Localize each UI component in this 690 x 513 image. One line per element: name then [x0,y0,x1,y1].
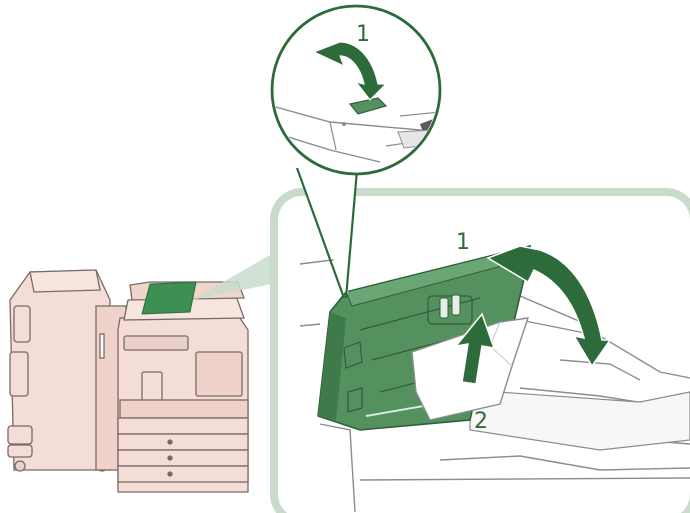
printer-overview [8,270,248,492]
step-label-remove: 2 [474,409,488,434]
finisher-unit [8,270,126,471]
step-label-open: 1 [456,230,470,255]
main-unit [118,282,248,492]
feeder-highlight [142,282,196,314]
step-label-inset: 1 [356,22,370,47]
